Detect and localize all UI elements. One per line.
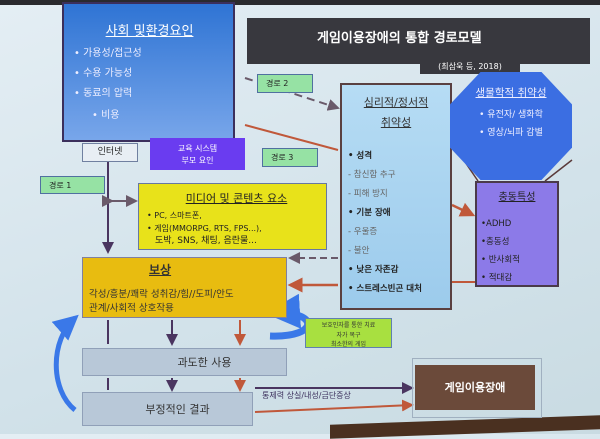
excess-negative-arrows (107, 378, 172, 390)
control-loss-label: 통제력 상실/내성/금단증상 (262, 391, 351, 400)
negative-disorder-arrow-bottom (254, 399, 414, 413)
psy-impulse-arrow (451, 202, 476, 217)
impulse-item: •ADHD (481, 219, 512, 229)
psych-item: - 피해 방지 (348, 189, 388, 199)
social-item: 수용 가능성 (74, 67, 225, 80)
impulse-heading: 충동특성 (498, 192, 536, 203)
gaming-disorder-box: 게임이용장애 (415, 365, 535, 410)
bio-item: • 유전자/ 생화학 (479, 110, 543, 120)
psych-item: - 참신함 추구 (348, 170, 396, 180)
impulse-item: • 반사회적 (481, 255, 520, 265)
reward-line: 각성/흥분/쾌락 성취감/힘//도피/안도 (89, 289, 234, 300)
media-item: • PC, 스마트폰, (147, 211, 202, 220)
path1-label: 경로 1 (40, 176, 105, 194)
social-environment-box: 사회 및환경요인 가용성/접근성 수용 가능성 동료의 압력 비용 (62, 2, 235, 142)
psych-item: • 기분 장애 (348, 208, 391, 218)
impulse-item: • 적대감 (481, 273, 513, 283)
education-parent-box: 교육 시스템 부모 요인 (150, 138, 245, 170)
media-heading: 미디어 및 콘텐츠 요소 (185, 192, 288, 205)
internet-box: 인터넷 (82, 143, 138, 162)
education-line: 교육 시스템 (177, 144, 218, 153)
psych-item: • 낮은 자존감 (348, 265, 399, 275)
negative-outcome-box: 부정적인 결과 (82, 392, 253, 426)
media-item: 도박, SNS, 채팅, 음란물... (155, 236, 257, 246)
top-band (0, 0, 600, 5)
reward-excess-arrows (107, 320, 172, 344)
bio-vulnerability-octagon: 생물학적 취약성 • 유전자/ 생화학 • 영상/뇌파 감별 (450, 72, 572, 180)
parent-line: 부모 요인 (181, 156, 214, 165)
psych-item-list: • 성격 - 참신함 추구 - 피해 방지 • 기분 장애 - 우울증 - 불안 • 낮은 … (348, 147, 444, 299)
psych-heading-2: 취약성 (380, 116, 412, 129)
protective-factor-note: 보호인자를 통한 치료 자가 복구 최소한의 게임 (305, 318, 392, 348)
path2-label: 경로 2 (257, 74, 313, 93)
social-item: 동료의 압력 (74, 87, 225, 100)
feedback-loop-arrow (51, 314, 79, 412)
psych-heading: 심리적/정서적 (363, 96, 429, 109)
note-line: 자가 복구 (336, 331, 361, 339)
psych-item: • 스트레스빈곤 대처 (348, 284, 422, 294)
disorder-frame (412, 358, 542, 418)
bio-item: • 영상/뇌파 감별 (479, 128, 543, 138)
social-item-cost: 비용 (92, 109, 225, 122)
reward-heading: 보상 (149, 263, 172, 277)
citation: (최삼욱 등, 2018) (420, 60, 520, 74)
impulse-item: •충동성 (481, 237, 510, 247)
bio-heading: 생물학적 취약성 (475, 87, 547, 99)
psych-item: • 성격 (348, 151, 373, 161)
path3-label: 경로 3 (262, 148, 318, 167)
reward-box: 보상 각성/흥분/쾌락 성취감/힘//도피/안도 관계/사회적 상호작용 (82, 257, 287, 318)
note-line: 보호인자를 통한 치료 (321, 322, 376, 329)
media-content-box: 미디어 및 콘텐츠 요소 • PC, 스마트폰, • 게임(MMORPG, RT… (138, 183, 327, 250)
reward-line: 관계/사회적 상호작용 (89, 303, 174, 314)
note-line: 최소한의 게임 (330, 341, 367, 348)
slide-title: 게임이용장애의 통합 경로모델 (247, 18, 590, 64)
social-heading: 사회 및환경요인 (105, 24, 194, 39)
impulsivity-box: 충동특성 •ADHD •충동성 • 반사회적 • 적대감 (475, 181, 559, 287)
media-item: • 게임(MMORPG, RTS, FPS...), (147, 224, 262, 233)
psych-item: - 우울증 (348, 227, 378, 237)
psych-item: - 불안 (348, 246, 370, 256)
excessive-use-box: 과도한 사용 (82, 348, 287, 376)
social-item: 가용성/접근성 (74, 47, 225, 60)
path3-line (244, 124, 339, 151)
